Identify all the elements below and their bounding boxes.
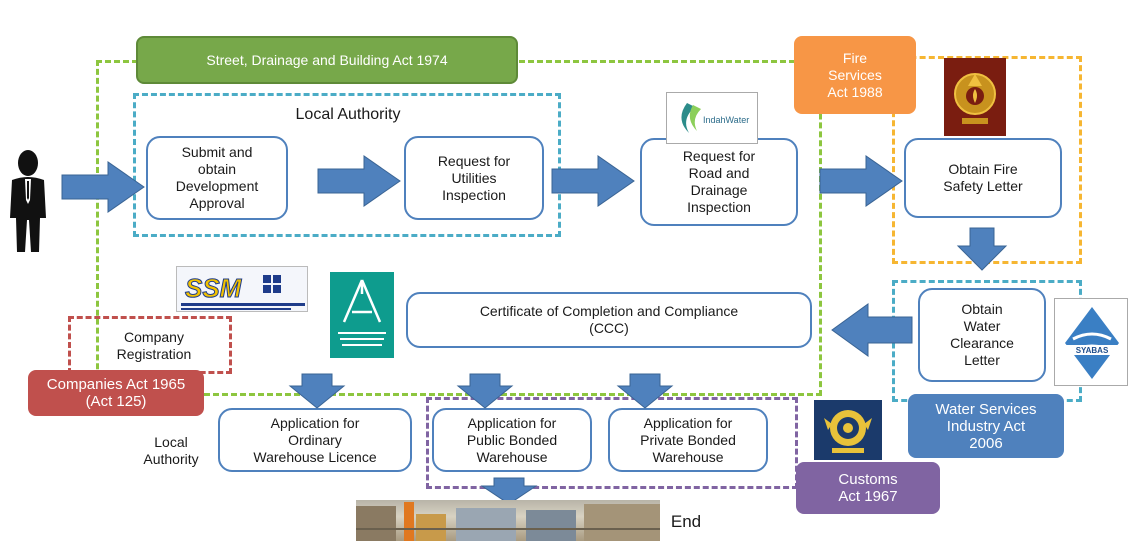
arrow-person-to-submit <box>61 161 145 213</box>
indah-water-logo: IndahWater <box>666 92 758 144</box>
fire-services-act-tag: Fire Services Act 1988 <box>794 36 916 114</box>
svg-text:SYABAS: SYABAS <box>1076 346 1109 355</box>
ccc-step: Certificate of Completion and Compliance… <box>406 292 812 348</box>
arrow-to-private-bonded <box>616 373 674 409</box>
utilities-inspection-step: Request for Utilities Inspection <box>404 136 544 220</box>
ordinary-warehouse-licence-step: Application for Ordinary Warehouse Licen… <box>218 408 412 472</box>
arrow-fire-to-water <box>956 227 1008 271</box>
end-label: End <box>670 512 702 531</box>
companies-act-tag: Companies Act 1965 (Act 125) <box>28 370 204 416</box>
public-bonded-warehouse-step: Application for Public Bonded Warehouse <box>432 408 592 472</box>
arrow-to-public-bonded <box>456 373 514 409</box>
svg-text:SSM: SSM <box>185 273 243 303</box>
arrow-utilities-to-road <box>551 155 635 207</box>
road-drainage-inspection-step: Request for Road and Drainage Inspection <box>640 138 798 226</box>
person-icon <box>10 150 46 252</box>
ssm-logo: SSM <box>176 266 308 312</box>
lam-logo <box>330 272 394 358</box>
fire-safety-letter-step: Obtain Fire Safety Letter <box>904 138 1062 218</box>
local-authority-bottom-label: Local Authority <box>143 434 199 467</box>
fire-department-emblem <box>944 58 1006 136</box>
syabas-logo: SYABAS <box>1054 298 1128 386</box>
street-drainage-building-act-tag: Street, Drainage and Building Act 1974 <box>136 36 518 84</box>
customs-act-tag: Customs Act 1967 <box>796 462 940 514</box>
warehouse-photo <box>356 500 660 541</box>
private-bonded-warehouse-step: Application for Private Bonded Warehouse <box>608 408 768 472</box>
company-registration-label: Company Registration <box>116 329 192 362</box>
water-clearance-letter-step: Obtain Water Clearance Letter <box>918 288 1046 382</box>
arrow-water-to-ccc <box>831 303 913 357</box>
customs-emblem <box>814 400 882 460</box>
arrow-submit-to-utilities <box>317 155 401 207</box>
customs-region-outline <box>426 397 798 489</box>
local-authority-top-label: Local Authority <box>295 106 401 123</box>
local-authority-region-outline <box>133 93 561 237</box>
arrow-to-end <box>480 477 538 505</box>
submit-development-approval-step: Submit and obtain Development Approval <box>146 136 288 220</box>
water-services-act-tag: Water Services Industry Act 2006 <box>908 394 1064 458</box>
arrow-to-ordinary-licence <box>288 373 346 409</box>
svg-text:IndahWater: IndahWater <box>703 115 749 125</box>
arrow-road-to-fire <box>819 155 903 207</box>
